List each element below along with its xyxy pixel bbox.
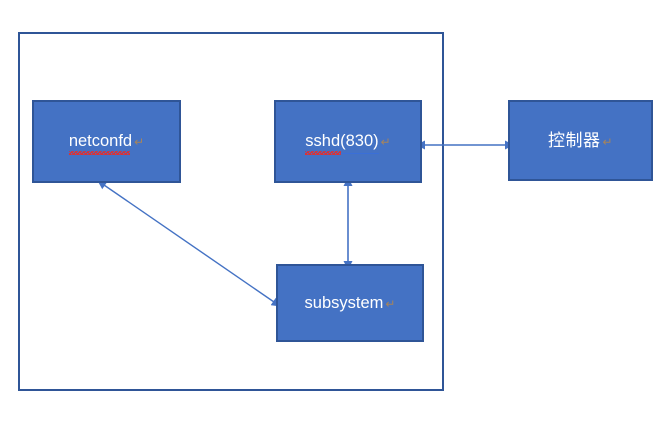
- node-subsystem-text: subsystem: [304, 293, 384, 312]
- pilcrow-icon: ↵: [602, 135, 614, 149]
- node-subsystem-label: subsystem↵: [305, 295, 396, 312]
- pilcrow-icon: ↵: [385, 296, 396, 311]
- spellcheck-underline-sshd: [305, 150, 342, 155]
- device-boundary-frame: [18, 32, 444, 391]
- node-controller-text: 控制器: [547, 131, 601, 150]
- grammar-underline-sshd: [341, 152, 380, 154]
- node-netconfd-text: netconfd: [68, 132, 133, 151]
- spellcheck-underline-netconfd: [68, 150, 131, 155]
- node-netconfd-label: netconfd↵: [68, 132, 145, 155]
- node-controller[interactable]: 控制器↵: [508, 100, 653, 181]
- node-subsystem[interactable]: subsystem↵: [276, 264, 424, 342]
- node-controller-label: 控制器↵: [548, 132, 613, 149]
- node-sshd[interactable]: sshd(830)↵: [274, 100, 422, 183]
- pilcrow-icon: ↵: [134, 135, 145, 150]
- pilcrow-icon: ↵: [380, 135, 391, 150]
- node-sshd-label: sshd(830)↵: [305, 132, 391, 155]
- node-sshd-text: sshd(830): [305, 132, 379, 151]
- node-netconfd[interactable]: netconfd↵: [32, 100, 181, 183]
